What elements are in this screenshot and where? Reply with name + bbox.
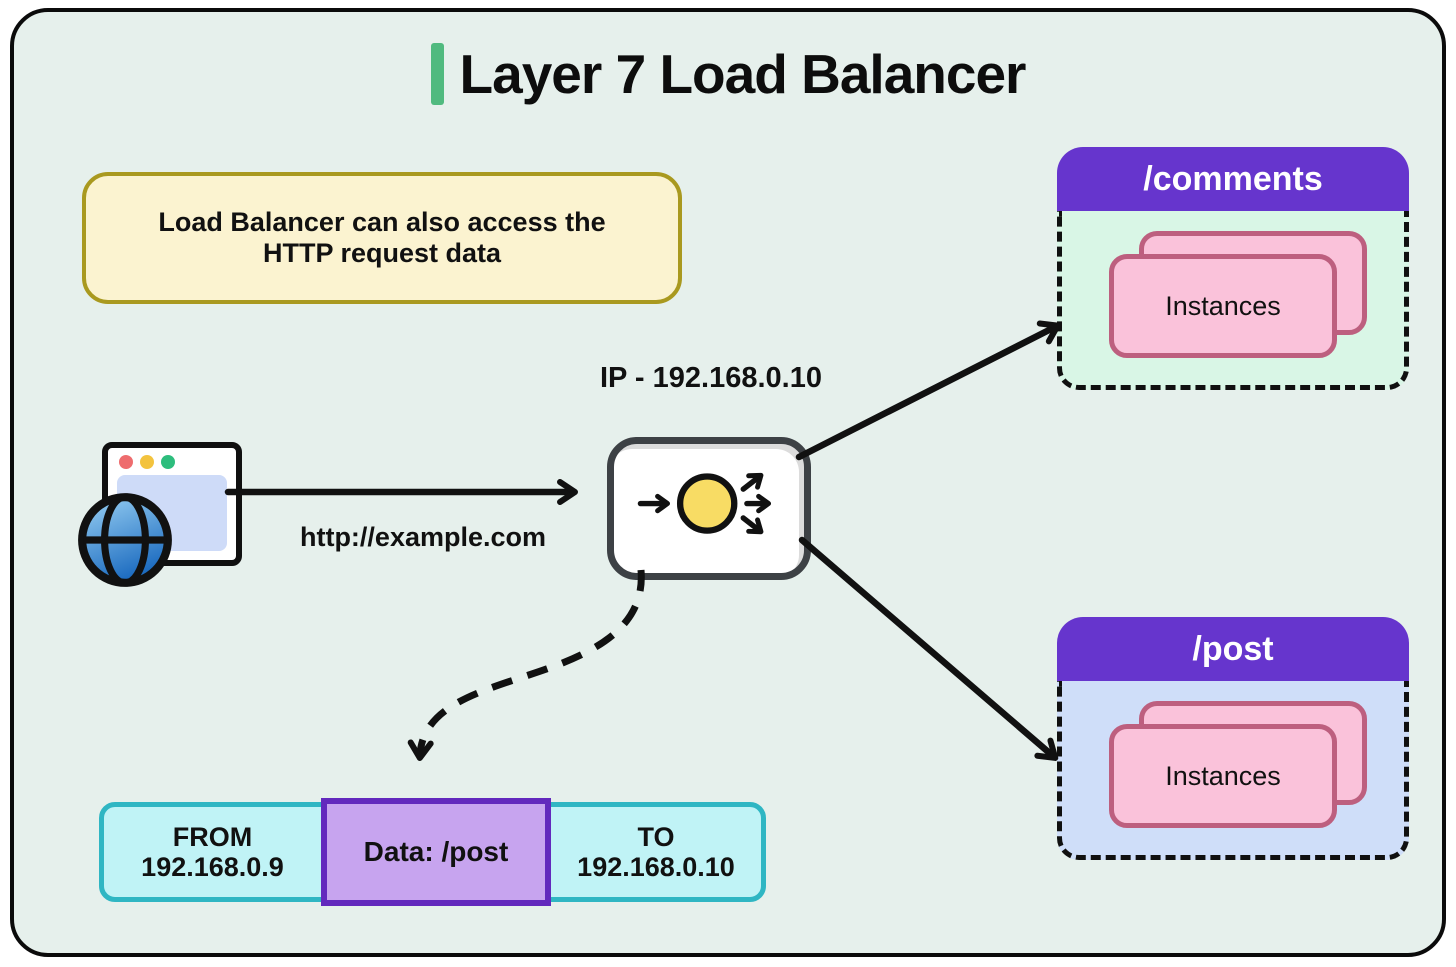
packet-from-label: FROM [172,821,253,852]
note-line-1: Load Balancer can also access the [158,206,606,237]
note-box: Load Balancer can also access the HTTP r… [82,172,682,304]
packet-to-segment: TO 192.168.0.10 [551,807,761,897]
instances-label: Instances [1165,290,1281,321]
note-line-2: HTTP request data [262,238,502,268]
instances-label: Instances [1165,760,1281,791]
route-box-post: /post Instances [1057,617,1409,860]
globe-icon [78,493,172,587]
packet-to-label: TO [637,821,675,852]
packet-to-value: 192.168.0.10 [577,852,735,882]
page-title: Layer 7 Load Balancer [459,43,1027,105]
request-url-label: http://example.com [299,522,547,552]
instance-card-front: Instances [1109,254,1337,358]
packet-diagram: FROM 192.168.0.9 Data: /post TO 192.168.… [99,798,766,906]
packet-from-value: 192.168.0.9 [141,852,284,882]
packet-data-segment: Data: /post [321,798,551,906]
instance-card-front: Instances [1109,724,1337,828]
route-body-post: Instances [1057,681,1409,860]
diagram-canvas: Layer 7 Load Balancer Load Balancer can … [10,8,1446,957]
packet-from-segment: FROM 192.168.0.9 [104,807,321,897]
browser-traffic-lights [119,455,175,469]
load-balancer-node [607,437,811,580]
title-accent-bar [430,43,444,105]
load-balancer-ip-label: IP - 192.168.0.10 [600,362,822,394]
route-box-comments: /comments Instances [1057,147,1409,390]
route-body-comments: Instances [1057,211,1409,390]
green-dot-icon [161,455,175,469]
route-header-comments: /comments [1057,147,1409,211]
red-dot-icon [119,455,133,469]
title-row: Layer 7 Load Balancer [14,42,1442,106]
route-header-post: /post [1057,617,1409,681]
yellow-dot-icon [140,455,154,469]
traffic-distribution-icon [637,472,772,535]
